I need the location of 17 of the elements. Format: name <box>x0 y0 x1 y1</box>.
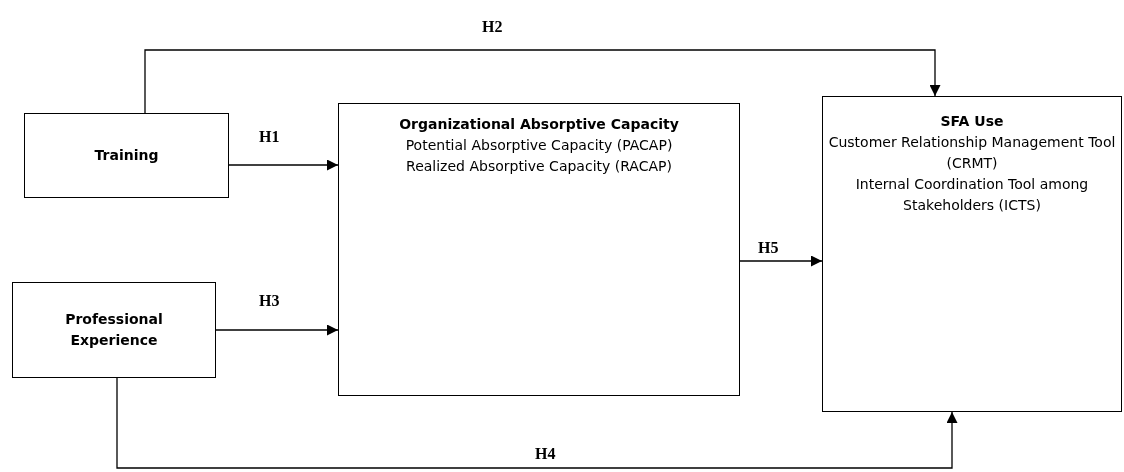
arrow <box>215 324 339 336</box>
box-text: Potential Absorptive Capacity (PACAP) <box>404 136 674 155</box>
box-heading: Training <box>93 146 160 165</box>
box-heading: SFA Use <box>939 112 1005 131</box>
box-text: Customer Relationship Management Tool (CRMT) <box>827 133 1117 173</box>
arrow <box>739 255 823 267</box>
arrow <box>228 159 339 171</box>
arrow <box>144 49 941 114</box>
concept-box <box>338 103 740 396</box>
concept-box <box>822 96 1122 412</box>
box-text: Internal Coordination Tool among Stakeholders (ICTS) <box>854 175 1090 215</box>
box-heading: Organizational Absorptive Capacity <box>398 115 680 134</box>
concept-box <box>12 282 216 378</box>
arrow <box>116 377 958 469</box>
box-heading: Professional Experience <box>64 310 164 350</box>
concept-box <box>24 113 229 198</box>
box-text: Realized Absorptive Capacity (RACAP) <box>405 157 673 176</box>
